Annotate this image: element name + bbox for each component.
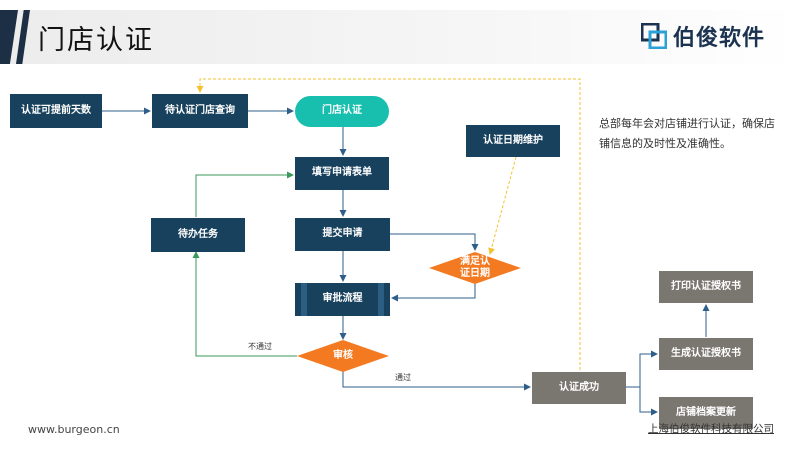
fill-form-node: 填写申请表单: [295, 157, 389, 190]
success-to-gen-arrow: [626, 350, 658, 388]
meets-date-diamond: [429, 252, 521, 284]
reject-edge-label: 不通过: [248, 342, 272, 351]
review-diamond: [297, 340, 389, 372]
brand-name: 伯俊软件: [673, 26, 766, 51]
review-label: 审核: [333, 350, 353, 361]
success-to-archive-arrow: [639, 387, 658, 416]
date-maintenance-node: 认证日期维护: [466, 125, 560, 157]
pending-query-node: 待认证门店查询: [152, 94, 248, 128]
advance-days-node: 认证可提前天数: [10, 94, 102, 128]
todo-task-node: 待办任务: [151, 218, 245, 252]
date-to-decision-connector: [488, 156, 517, 255]
todo-to-form-arrow: [195, 171, 294, 217]
archive-update-node: 店铺档案更新: [659, 397, 753, 429]
print-auth-node: 打印认证授权书: [659, 271, 753, 303]
review-reject-arrow: [192, 251, 297, 357]
process-bar-right: [378, 283, 384, 316]
submit-node: 提交申请: [295, 218, 390, 251]
process-bar-left: [301, 283, 307, 316]
gen-auth-node: 生成认证授权书: [659, 338, 753, 370]
cert-success-node: 认证成功: [532, 372, 626, 404]
pass-edge-label: 通过: [395, 373, 411, 382]
brand-logo: 伯俊软件: [640, 21, 766, 51]
brand-logo-icon: [640, 22, 668, 50]
submit-to-decision-arrow: [390, 233, 479, 251]
store-cert-start-node: 门店认证: [295, 96, 389, 127]
meets-date-label: 满足认 证日期: [460, 256, 490, 279]
feedback-loop-connector: [196, 78, 581, 370]
page-title: 门店认证: [38, 25, 154, 56]
review-pass-arrow: [342, 371, 531, 391]
description-note: 总部每年会对店铺进行认证，确保店铺信息的及时性及准确性。: [599, 117, 775, 150]
footer-company: 上海伯俊软件科技有限公司: [648, 423, 774, 435]
footer-url: www.burgeon.cn: [28, 423, 120, 436]
decision-to-approval-arrow: [391, 283, 476, 302]
approval-process-node: 审批流程: [295, 283, 390, 316]
